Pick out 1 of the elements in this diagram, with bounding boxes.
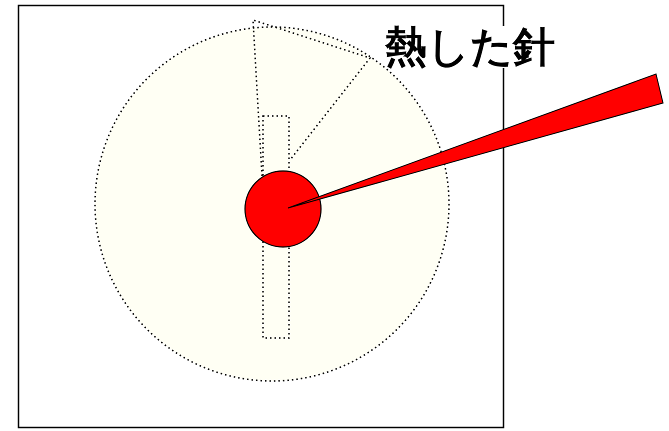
needle-label: 熱した針 <box>385 26 555 68</box>
